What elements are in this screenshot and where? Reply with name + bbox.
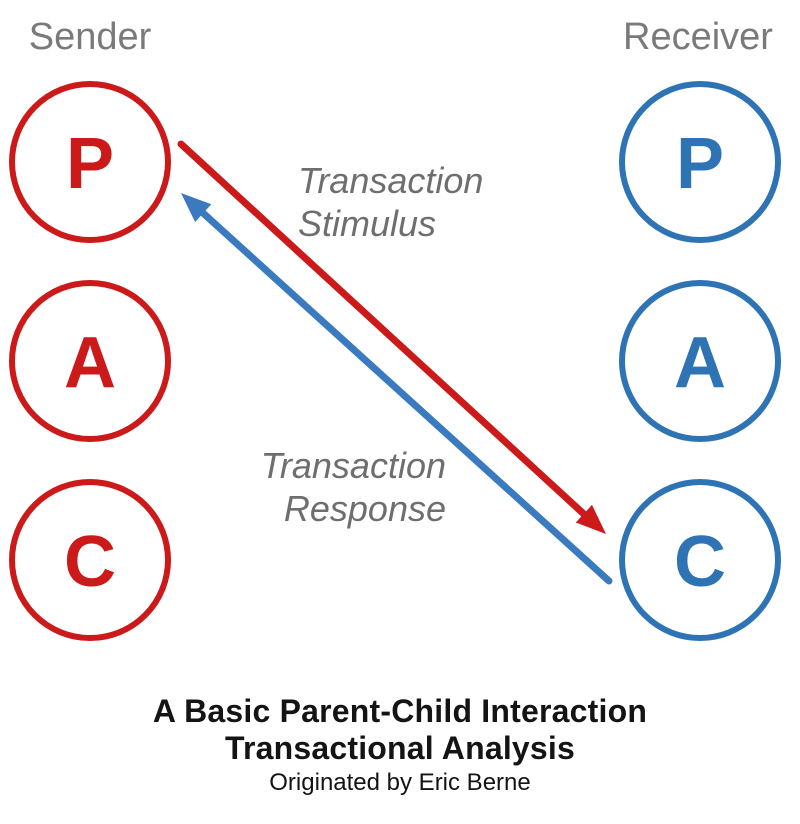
credit-line: Originated by Eric Berne [269,769,531,796]
sender-adult-letter: A [64,323,116,403]
transaction-stimulus-label: Transaction Stimulus [298,159,483,245]
receiver-parent-circle: P [619,81,781,243]
response-label-line-1: Transaction [260,445,446,486]
sender-parent-letter: P [65,124,115,204]
stimulus-label-line-2: Stimulus [298,203,437,244]
transaction-response-arrowhead [181,193,212,222]
transaction-stimulus-arrowhead [575,504,606,534]
sender-child-letter: C [64,522,116,602]
response-label-line-2: Response [283,488,446,529]
receiver-child-circle: C [619,479,781,641]
transaction-response-label: Transaction Response [261,444,446,530]
title-line-1: A Basic Parent-Child Interaction [152,693,648,729]
title-line-2: Transactional Analysis [224,730,576,766]
footer: A Basic Parent-Child Interaction Transac… [0,693,800,797]
sender-label: Sender [28,16,152,58]
receiver-child-letter: C [674,522,726,602]
stimulus-label-line-1: Transaction [298,160,484,201]
receiver-label: Receiver [623,16,773,58]
receiver-parent-letter: P [675,124,725,204]
receiver-adult-letter: A [674,323,726,403]
sender-child-circle: C [9,479,171,641]
sender-adult-circle: A [9,280,171,442]
receiver-adult-circle: A [619,280,781,442]
sender-parent-circle: P [9,81,171,243]
